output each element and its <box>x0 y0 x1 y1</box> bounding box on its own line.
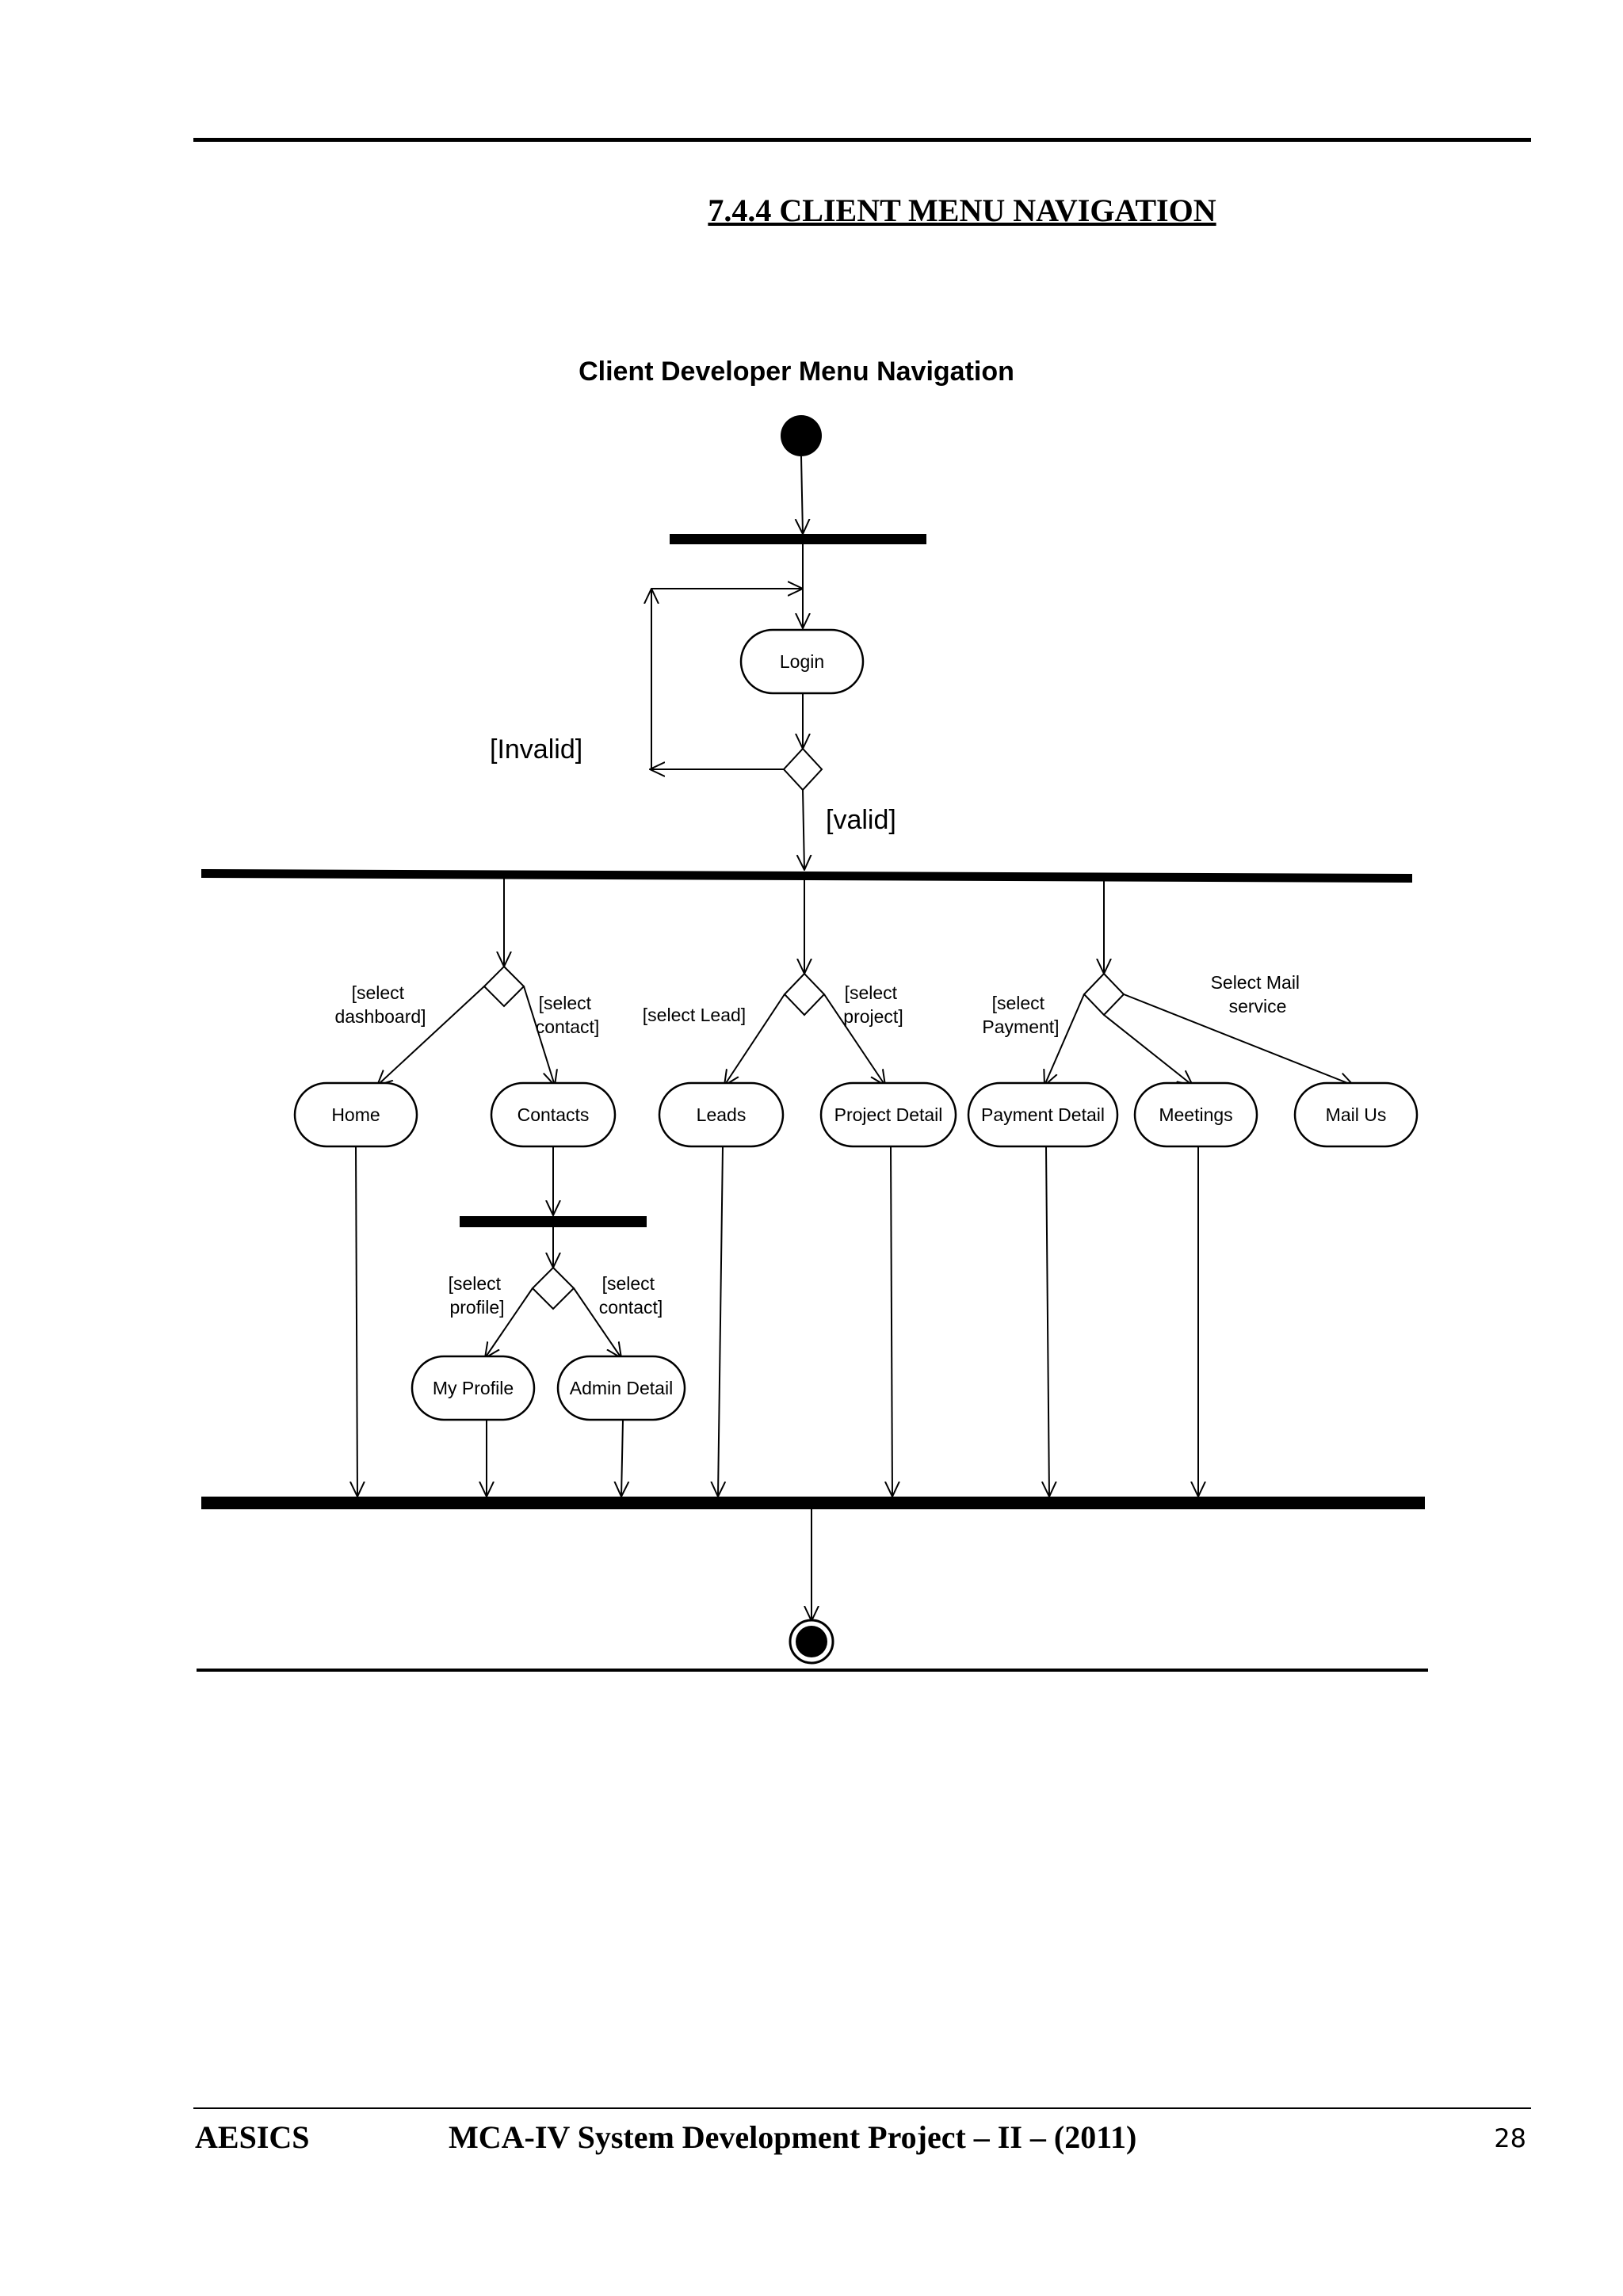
guard-select-payment-line2: Payment] <box>982 1016 1059 1037</box>
fork-bar-main <box>201 869 1412 883</box>
flow-decision-c-payment <box>1044 994 1085 1085</box>
flow-leads-join <box>718 1146 723 1497</box>
decision-login <box>782 747 823 791</box>
activity-home: Home <box>293 1081 418 1148</box>
footer-rule <box>193 2107 1531 2109</box>
guard-valid: [valid] <box>826 805 896 835</box>
flow-decision-b-project <box>823 994 885 1085</box>
flow-decision-c-mail <box>1123 994 1354 1085</box>
guard-select-contact-2: [select contact] <box>599 1273 663 1318</box>
activity-login-label: Login <box>780 651 824 672</box>
join-bar <box>201 1497 1425 1509</box>
decision-a <box>483 965 525 1008</box>
decision-c <box>1083 972 1125 1016</box>
activity-contacts: Contacts <box>490 1081 617 1148</box>
guard-select-contact-line2: contact] <box>536 1016 600 1037</box>
activity-my-profile: My Profile <box>411 1355 536 1421</box>
activity-mail-us: Mail Us <box>1293 1081 1419 1148</box>
activity-leads-label: Leads <box>697 1104 747 1125</box>
guard-select-contact: [select contact] <box>536 993 600 1037</box>
activity-mail-us-label: Mail Us <box>1326 1104 1387 1125</box>
guard-select-contact-2-line1: [select <box>602 1273 655 1294</box>
footer-institute: AESICS <box>195 2119 310 2155</box>
flow-decision-d-admin <box>573 1287 621 1358</box>
guard-select-project-line1: [select <box>845 982 898 1003</box>
activity-meetings: Meetings <box>1133 1081 1258 1148</box>
flow-initial-fork <box>801 456 803 534</box>
activity-payment-detail: Payment Detail <box>967 1081 1119 1148</box>
diagram-title: Client Developer Menu Navigation <box>579 357 1014 387</box>
guard-select-mail-line1: Select Mail <box>1211 972 1300 993</box>
guard-select-profile-line1: [select <box>449 1273 502 1294</box>
guard-select-profile-line2: profile] <box>449 1297 504 1318</box>
guard-select-project-line2: project] <box>843 1006 903 1027</box>
flow-project-join <box>891 1146 892 1497</box>
guard-select-dashboard: [select dashboard] <box>334 982 426 1027</box>
guard-select-lead: [select Lead] <box>643 1005 746 1025</box>
decision-d <box>531 1266 575 1310</box>
initial-node <box>781 415 822 456</box>
decision-b <box>783 972 826 1016</box>
guard-select-contact-line1: [select <box>539 993 592 1013</box>
guard-select-profile: [select profile] <box>449 1273 506 1318</box>
activity-my-profile-label: My Profile <box>433 1378 514 1398</box>
activity-admin-detail: Admin Detail <box>556 1355 686 1421</box>
page-number: 28 <box>1494 2123 1526 2153</box>
guard-select-contact-2-line2: contact] <box>599 1297 663 1318</box>
activity-admin-detail-label: Admin Detail <box>570 1378 673 1398</box>
activity-login: Login <box>739 628 865 695</box>
activity-project-detail: Project Detail <box>819 1081 957 1148</box>
flow-admin-join <box>621 1419 623 1497</box>
fork-bar-top <box>670 534 926 544</box>
activity-contacts-label: Contacts <box>517 1104 590 1125</box>
flow-decision-a-home <box>377 986 485 1085</box>
final-node <box>789 1619 834 1665</box>
guard-select-mail-line2: service <box>1229 996 1287 1016</box>
activity-project-detail-label: Project Detail <box>834 1104 943 1125</box>
footer-project-title: MCA-IV System Development Project – II –… <box>449 2119 1137 2155</box>
flow-decision-c-meetings <box>1103 1014 1193 1085</box>
fork-bar-contacts <box>460 1216 647 1227</box>
flow-decision-a-contacts <box>523 986 555 1085</box>
activity-meetings-label: Meetings <box>1159 1104 1232 1125</box>
guard-select-dashboard-line1: [select <box>352 982 405 1003</box>
activity-home-label: Home <box>331 1104 380 1125</box>
guard-invalid: [Invalid] <box>490 734 582 765</box>
activity-leads: Leads <box>658 1081 785 1148</box>
guard-select-payment-line1: [select <box>992 993 1045 1013</box>
guard-select-project: [select project] <box>843 982 903 1027</box>
flow-payment-join <box>1046 1146 1049 1497</box>
section-title: 7.4.4 CLIENT MENU NAVIGATION <box>708 193 1216 228</box>
flow-decision-d-profile <box>485 1287 533 1358</box>
flow-decision-b-leads <box>724 994 785 1085</box>
guard-select-dashboard-line2: dashboard] <box>334 1006 426 1027</box>
flow-valid <box>803 789 804 870</box>
guard-select-mail: Select Mail service <box>1211 972 1305 1016</box>
activity-payment-detail-label: Payment Detail <box>981 1104 1105 1125</box>
flow-home-join <box>356 1146 357 1497</box>
guard-select-payment: [select Payment] <box>982 993 1059 1037</box>
header-rule <box>193 138 1531 142</box>
